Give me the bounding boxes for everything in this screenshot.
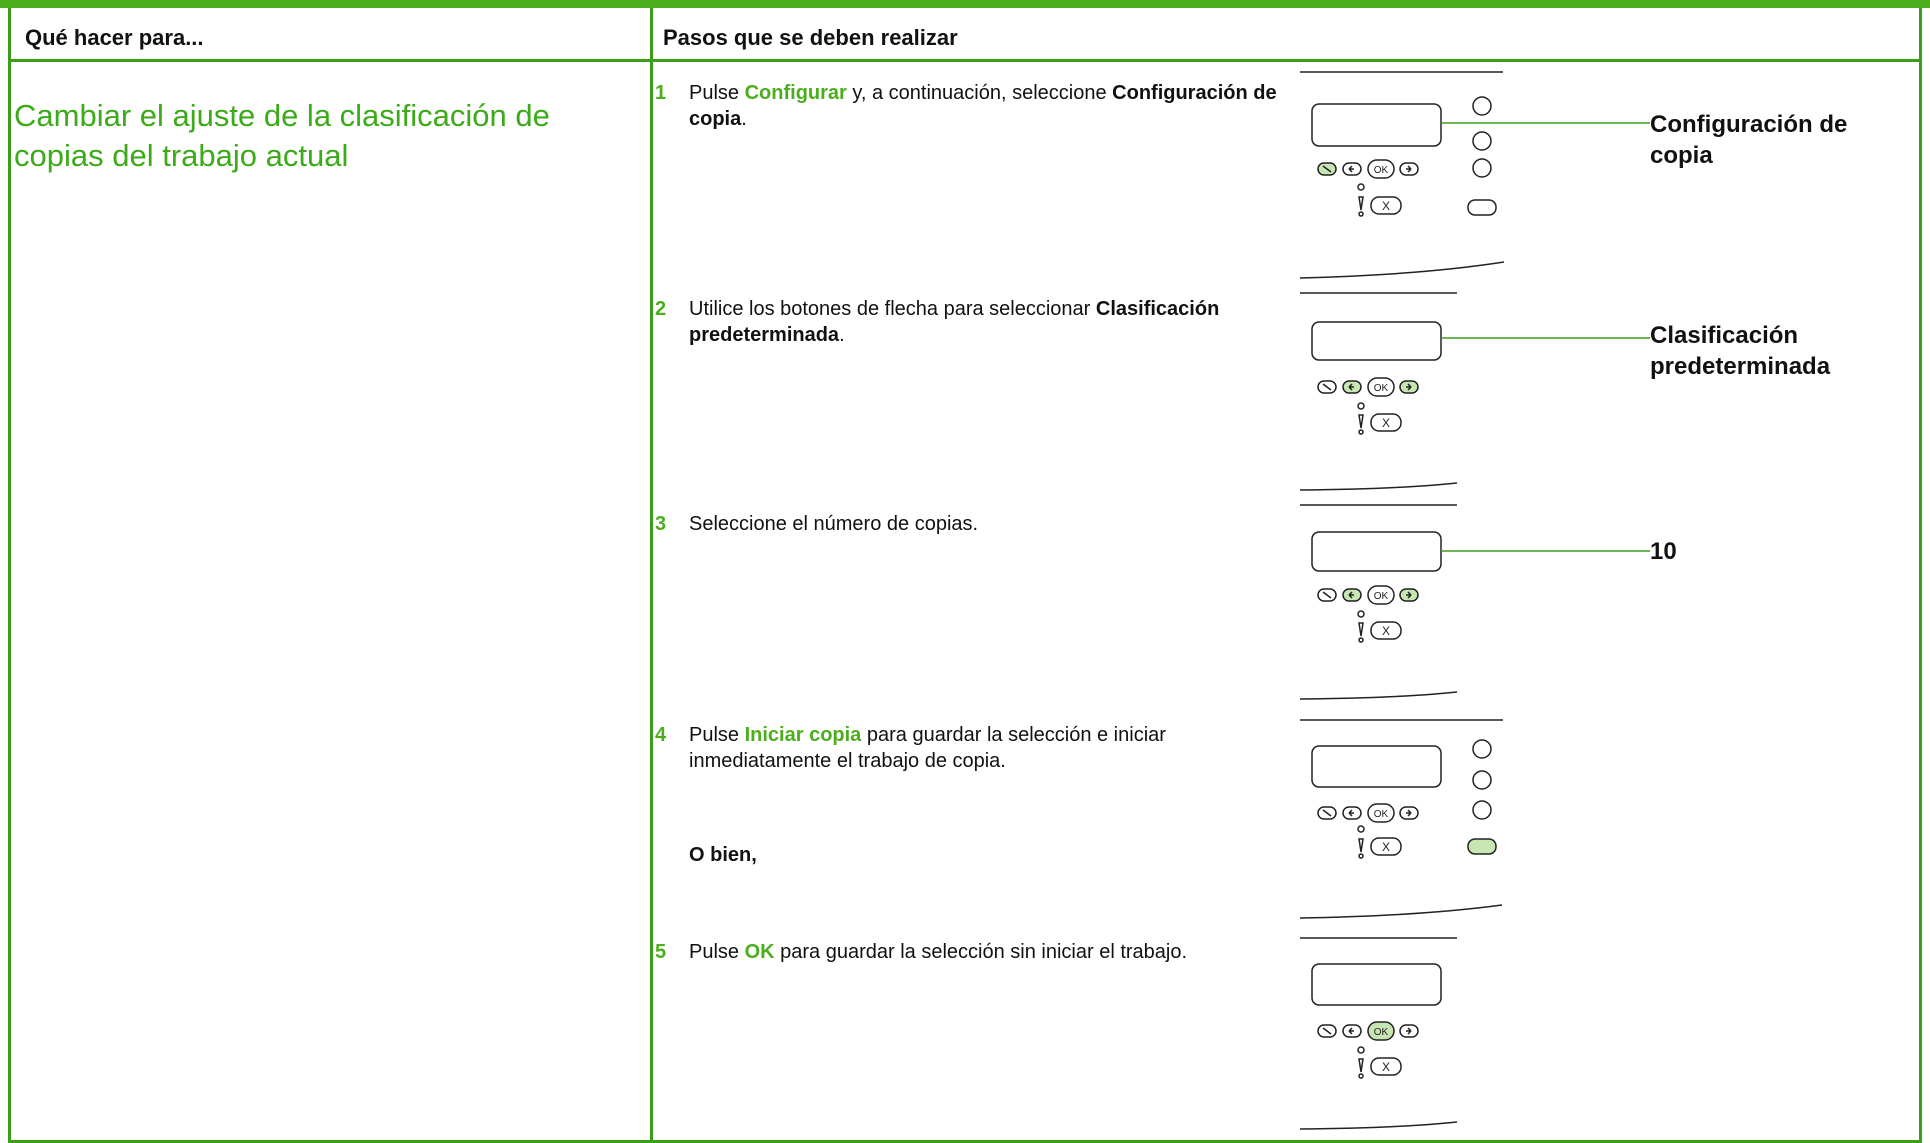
step-number: 5 [655,941,667,963]
procedure-table: Qué hacer para... Pasos que se deben rea… [8,8,1922,1143]
step-1: 1 Pulse Configurar y, a continuación, se… [655,80,1280,132]
svg-text:X: X [1382,416,1390,430]
button-name-configurar: Configurar [744,82,847,104]
svg-text:OK: OK [1374,383,1389,394]
svg-text:OK: OK [1374,1027,1389,1038]
step-text: Pulse Configurar y, a continuación, sele… [689,82,1277,130]
callout-configuracion-de-copia: Configuración de copia [1650,111,1848,169]
display-screen-panel-1 [1311,103,1442,147]
step-2: 2 Utilice los botones de flecha para sel… [655,296,1280,348]
step-number: 4 [655,724,667,746]
table-header-row: Qué hacer para... Pasos que se deben rea… [11,8,1919,62]
panel-step-5: OK X [1299,937,1458,1130]
display-screen-panel-2 [1311,321,1442,361]
svg-text:X: X [1382,1060,1390,1074]
display-screen-panel-4 [1311,745,1442,788]
column-divider [650,8,653,1140]
step-text: Utilice los botones de flecha para selec… [689,298,1220,346]
svg-text:X: X [1382,840,1390,854]
step-4: 4 Pulse Iniciar copia para guardar la se… [655,722,1280,774]
step-number: 2 [655,298,667,320]
start-copy-button-highlighted [1467,838,1497,855]
step-text: Seleccione el número de copias. [689,513,979,535]
step-text: Pulse Iniciar copia para guardar la sele… [689,724,1166,772]
svg-text:OK: OK [1374,591,1389,602]
display-screen-panel-3 [1311,531,1442,572]
step-number: 3 [655,513,667,535]
step-3: 3 Seleccione el número de copias. [655,511,1280,537]
or-separator: O bien, [689,844,757,866]
panel-step-2: OK X [1299,292,1650,491]
svg-text:X: X [1382,624,1390,638]
panel-step-3: OK X [1299,504,1650,700]
step-text: Pulse OK para guardar la selección sin i… [689,941,1188,963]
ok-button-highlighted [1367,1021,1395,1041]
step-number: 1 [655,82,667,104]
step-5: 5 Pulse OK para guardar la selección sin… [655,939,1280,965]
button-name-iniciar-copia: Iniciar copia [744,724,862,746]
callout-clasificacion-predeterminada: Clasificación predeterminada [1650,322,1831,380]
display-screen-panel-5 [1311,963,1442,1006]
svg-text:OK: OK [1374,809,1389,820]
task-title: Cambiar el ajuste de la clasificación de… [14,98,550,173]
column-header-task: Qué hacer para... [25,25,204,50]
svg-text:OK: OK [1374,165,1389,176]
column-header-steps: Pasos que se deben realizar [663,25,958,50]
button-name-ok: OK [744,941,775,963]
svg-text:X: X [1382,199,1390,213]
callout-number-of-copies: 10 [1650,538,1677,565]
top-accent-bar [0,0,1930,8]
panel-step-4: OK X [1299,719,1503,919]
panel-step-1: OK X [1299,71,1650,279]
